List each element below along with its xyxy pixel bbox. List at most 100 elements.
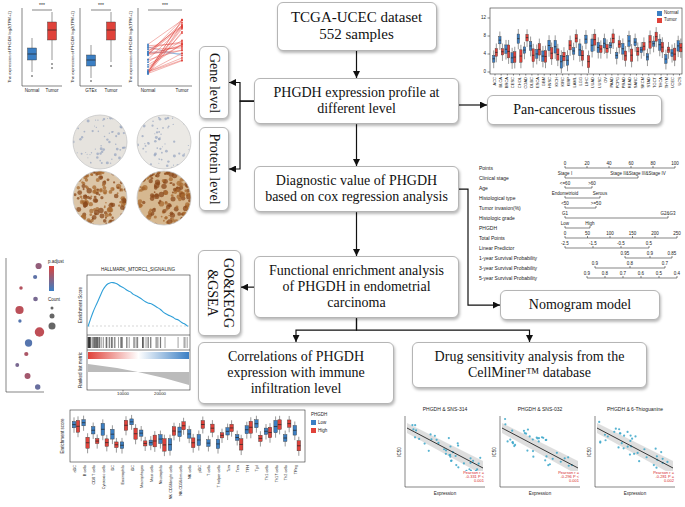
plot-graphic (554, 46, 556, 47)
plot-graphic (187, 218, 190, 221)
plot-graphic (573, 43, 574, 48)
plot-graphic (145, 446, 146, 451)
plot-graphic (118, 337, 119, 348)
plot-graphic (147, 64, 149, 66)
plot-graphic (28, 54, 37, 55)
plot-label: The expression of PHGDH log2(TPM+1) (8, 11, 12, 83)
plot-graphic (116, 148, 119, 151)
plot-graphic (520, 62, 521, 68)
plot-graphic (182, 422, 186, 430)
plot-graphic (147, 50, 149, 52)
box-text: Diagnostic value of PHGDH based on cox r… (263, 173, 450, 205)
plot-graphic (147, 71, 149, 73)
plot-graphic (653, 36, 654, 41)
plot-graphic (147, 142, 149, 144)
plot-graphic (150, 337, 151, 348)
plot-graphic (82, 422, 86, 423)
plot-graphic (148, 27, 182, 70)
plot-graphic (264, 428, 268, 434)
plot-graphic (667, 74, 668, 76)
plot-graphic (172, 183, 175, 186)
plot-graphic (565, 178, 638, 179)
plot-graphic (249, 421, 253, 433)
plot-graphic (109, 337, 110, 348)
plot-graphic (650, 48, 651, 54)
plot-graphic (655, 32, 657, 41)
plot-graphic (172, 431, 176, 432)
plot-graphic (517, 38, 519, 39)
box-text: Correlations of PHGDH expression with im… (207, 349, 385, 397)
plot-graphic (77, 186, 80, 189)
plot-graphic (88, 337, 89, 348)
plot-graphic (488, 72, 491, 73)
plot-graphic (631, 44, 632, 49)
plot-graphic (631, 166, 632, 168)
plot-graphic (415, 429, 417, 431)
plot-graphic (672, 45, 673, 50)
box-text: Gene level (206, 52, 222, 112)
plot-graphic (594, 45, 595, 51)
plot-graphic (527, 41, 528, 47)
plot-graphic (595, 266, 596, 268)
plot-graphic (148, 51, 182, 54)
plot-graphic (126, 430, 127, 435)
plot-graphic (127, 337, 128, 348)
plot-label: 0.9 (592, 261, 598, 266)
legend-swatch (311, 420, 316, 425)
plot-graphic (545, 46, 546, 51)
plot-graphic (490, 8, 682, 74)
plot-graphic (177, 169, 182, 174)
plot-graphic (587, 276, 588, 278)
plot-graphic (634, 435, 636, 437)
plot-graphic (51, 307, 54, 310)
flow-arrow (241, 287, 254, 288)
plot-label: Tumor (46, 89, 59, 94)
plot-graphic (122, 179, 126, 183)
plot-graphic (557, 54, 559, 55)
plot-graphic (527, 29, 528, 34)
plot-graphic (672, 256, 673, 258)
plot-graphic (603, 39, 605, 48)
plot-graphic (105, 213, 109, 217)
plot-graphic (51, 67, 53, 69)
plot-graphic (147, 59, 149, 61)
plot-label: Th2 cells (285, 465, 289, 480)
plot-graphic (121, 171, 126, 176)
plot-graphic (73, 162, 75, 164)
plot-graphic (184, 337, 185, 348)
plot-graphic (545, 439, 547, 441)
plot-graphic (511, 57, 513, 58)
plot-graphic (526, 37, 528, 38)
plot-graphic (542, 46, 543, 51)
plot-graphic (107, 178, 110, 181)
plot-graphic (111, 12, 112, 22)
plot-graphic (275, 416, 276, 420)
plot-graphic (122, 147, 124, 149)
plot-graphic (182, 154, 185, 157)
plot-label: PHGDH & 6-Thioguanine (607, 407, 663, 412)
plot-graphic (650, 256, 651, 258)
plot-graphic (529, 42, 531, 51)
plot-graphic (130, 421, 134, 422)
plot-graphic (606, 48, 608, 49)
plot-graphic (533, 44, 534, 49)
plot-graphic (96, 178, 100, 182)
plot-graphic (675, 166, 676, 168)
plot-graphic (74, 166, 75, 167)
plot-graphic (502, 55, 503, 61)
plot-graphic (628, 36, 630, 46)
plot-graphic (168, 439, 172, 451)
plot-label: LUAD (591, 77, 595, 88)
plot-graphic (96, 156, 98, 158)
plot-graphic (495, 48, 497, 56)
plot-graphic (517, 34, 519, 43)
plot-graphic (493, 62, 494, 68)
plot-graphic (557, 49, 559, 60)
plot-graphic (629, 453, 631, 455)
plot-graphic (95, 337, 96, 348)
plot-graphic (160, 337, 161, 348)
plot-label: >60 (588, 181, 596, 186)
plot-label: Total Points (479, 236, 505, 241)
plot-graphic (103, 219, 107, 223)
plot-graphic (135, 424, 136, 428)
